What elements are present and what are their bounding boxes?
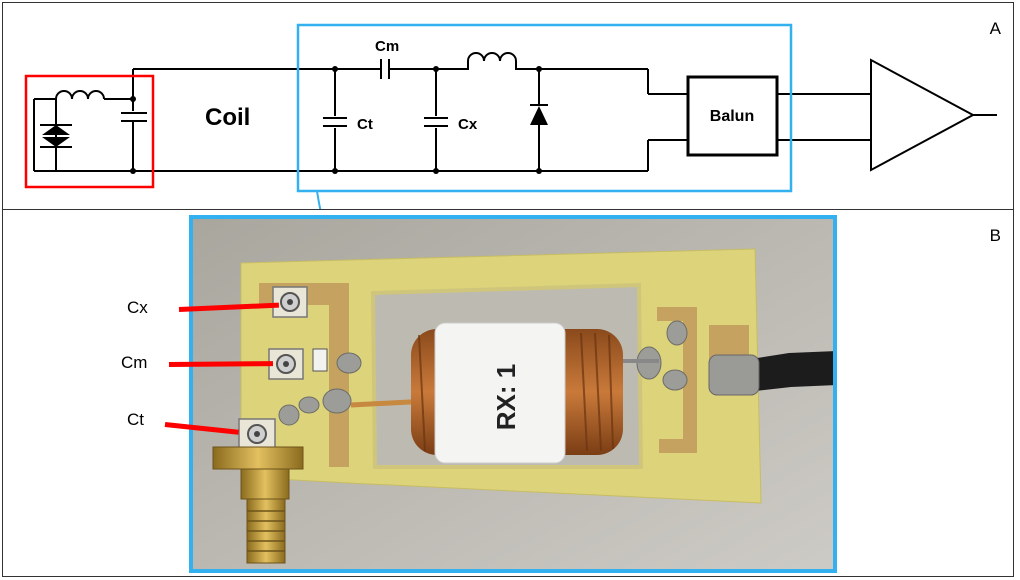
panel-b-photo-panel: B <box>2 209 1014 577</box>
detune-network <box>33 69 147 171</box>
coil-tape-label <box>434 322 566 464</box>
series-inductor-symbol <box>467 52 517 62</box>
receive-coil: RX: 1 <box>411 322 623 464</box>
copper-trace <box>259 283 349 467</box>
matching-diode-symbol <box>530 106 548 125</box>
matching-network <box>323 52 548 171</box>
circuit-schematic: Coil <box>24 23 997 209</box>
callout-cx-label: Cx <box>127 298 148 317</box>
amplifier-symbol <box>870 58 976 172</box>
junction-dot <box>130 96 136 102</box>
callout-cm-lead <box>168 361 274 367</box>
junction-dot <box>536 66 542 72</box>
callout-cm-label: Cm <box>121 353 148 372</box>
coil-label: Coil <box>205 104 250 131</box>
panel-a-schematic: A <box>2 2 1014 210</box>
matching-highlight-box <box>296 23 793 193</box>
cm-label: Cm <box>375 38 399 55</box>
balun-box <box>686 75 779 157</box>
cx-label: Cx <box>458 116 478 133</box>
copper-trace <box>657 307 697 453</box>
ct-label: Ct <box>357 116 373 133</box>
trimmer-cap-ct <box>238 418 276 450</box>
pcb-photo: RX: 1 <box>189 215 837 573</box>
trimmer-cap-cx <box>272 286 308 318</box>
solder-joints <box>278 320 688 426</box>
smd-component <box>312 348 328 372</box>
balun-label: Balun <box>710 108 754 125</box>
junction-dot <box>433 168 439 174</box>
junction-dot <box>130 168 136 174</box>
junction-dot <box>433 66 439 72</box>
junction-dot <box>536 168 542 174</box>
panel-b-letter: B <box>989 226 1001 245</box>
junction-dot <box>332 66 338 72</box>
detune-crossed-diodes-symbol <box>40 123 72 159</box>
detune-highlight-box <box>24 74 155 189</box>
detune-inductor-symbol <box>55 90 105 100</box>
photo-highlight-frame <box>189 215 837 573</box>
sma-connector <box>212 446 304 564</box>
coil-tag-text: RX: 1 <box>491 364 521 430</box>
callout-ct-label: Ct <box>127 410 144 429</box>
junction-dot <box>332 168 338 174</box>
main-wires <box>34 68 997 172</box>
connector-arrow <box>316 190 322 209</box>
panel-a-letter: A <box>989 19 1001 38</box>
coax-shield-braid <box>708 354 760 396</box>
